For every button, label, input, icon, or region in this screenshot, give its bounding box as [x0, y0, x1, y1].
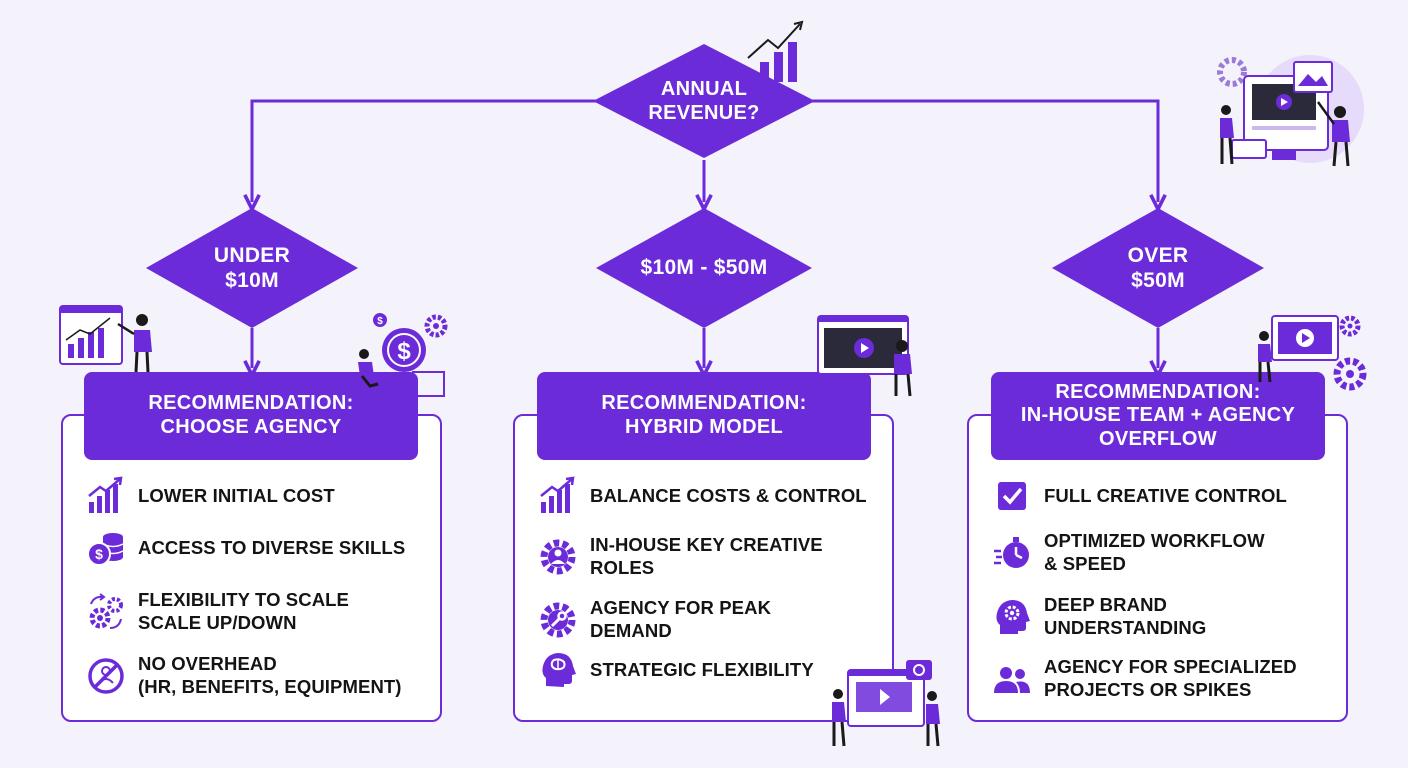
list-item: LOWER INITIAL COST	[86, 476, 335, 516]
list-item: BALANCE COSTS & CONTROL	[538, 476, 867, 516]
branch-label-line: $10M	[225, 269, 279, 292]
recommendation-line: RECOMMENDATION:	[601, 392, 807, 415]
growth-chart-icon	[88, 476, 123, 513]
decision-diamond	[593, 44, 815, 158]
recommendation-header-hybrid: RECOMMENDATION: HYBRID MODEL	[537, 372, 871, 460]
list-item-text: IN-HOUSE KEY CREATIVE	[590, 534, 823, 555]
list-item-text: AGENCY FOR SPECIALIZED	[1044, 656, 1297, 677]
list-item-text: AGENCY FOR PEAK	[590, 597, 772, 618]
svg-text:$: $	[95, 546, 103, 562]
team-gear-icon	[540, 539, 576, 575]
decision-line-2: REVENUE?	[648, 102, 760, 124]
brain-head-icon	[542, 653, 576, 687]
branch-label-line: $10M - $50M	[640, 256, 768, 280]
monitor-team-illustration	[1217, 55, 1364, 167]
recommendation-line: IN-HOUSE TEAM + AGENCY	[1020, 404, 1296, 427]
branch-label-mid: $10M - $50M	[612, 248, 796, 288]
decision-line-1: ANNUAL	[660, 78, 748, 100]
list-item-text: DEMAND	[590, 619, 672, 641]
coins-icon: $	[87, 533, 124, 566]
list-item-text: ACCESS TO DIVERSE SKILLS	[138, 536, 406, 558]
branch-label-line: $50M	[1131, 269, 1185, 292]
bar-growth-icon	[747, 20, 804, 82]
recommendation-card-agency	[61, 414, 442, 722]
recommendation-header-agency: RECOMMENDATION: CHOOSE AGENCY	[84, 372, 418, 460]
recommendation-card-inhouse	[967, 414, 1348, 722]
list-item: FLEXIBILITY TO SCALE SCALE UP/DOWN	[86, 589, 349, 634]
list-item-text: BALANCE COSTS & CONTROL	[590, 484, 867, 506]
list-item: OPTIMIZED WORKFLOW & SPEED	[992, 530, 1265, 575]
recommendation-line: OVERFLOW	[1099, 427, 1217, 450]
branch-label-line: UNDER	[213, 243, 291, 267]
branch-label-line: OVER	[1127, 243, 1189, 267]
recommendation-line: HYBRID MODEL	[624, 416, 784, 438]
list-item: $ ACCESS TO DIVERSE SKILLS	[86, 528, 405, 568]
list-item-text: FLEXIBILITY TO SCALE	[138, 589, 350, 610]
branch-diamond-over	[1052, 208, 1264, 328]
recommendation-header-inhouse: RECOMMENDATION: IN-HOUSE TEAM + AGENCY O…	[991, 372, 1325, 460]
list-item: AGENCY FOR PEAK DEMAND	[538, 597, 771, 642]
branch-diamond-mid	[596, 208, 812, 328]
decision-label: ANNUAL REVENUE?	[604, 70, 804, 132]
team-video-illustration	[832, 660, 940, 747]
recommendation-line: CHOOSE AGENCY	[160, 416, 342, 438]
money-person-illustration: $ $	[358, 313, 448, 397]
video-presenter-illustration	[817, 315, 912, 397]
gears-arrows-icon	[89, 592, 123, 629]
wrench-gear-icon	[540, 602, 576, 638]
people-icon	[994, 666, 1030, 693]
list-item-text: PROJECTS OR SPIKES	[1044, 678, 1252, 700]
connector-left	[252, 99, 600, 202]
list-item-text: & SPEED	[1044, 552, 1126, 574]
branch-label-over: OVER $50M	[1078, 238, 1238, 298]
list-item-text: FULL CREATIVE CONTROL	[1044, 484, 1287, 506]
no-overhead-icon	[88, 657, 124, 694]
branch-label-under: UNDER $10M	[172, 238, 332, 298]
list-item-text: UNDERSTANDING	[1044, 616, 1207, 638]
list-item-text: NO OVERHEAD	[138, 653, 277, 674]
list-item-text: STRATEGIC FLEXIBILITY	[590, 658, 814, 680]
list-item-text: SCALE UP/DOWN	[138, 611, 297, 633]
stopwatch-icon	[994, 536, 1029, 568]
svg-text:$: $	[377, 316, 383, 327]
list-item: DEEP BRAND UNDERSTANDING	[992, 594, 1206, 639]
svg-text:$: $	[397, 338, 411, 365]
connector-right	[808, 99, 1158, 202]
recommendation-line: RECOMMENDATION:	[148, 392, 354, 415]
list-item-text: LOWER INITIAL COST	[138, 484, 335, 506]
list-item-text: DEEP BRAND	[1044, 594, 1167, 615]
list-item: IN-HOUSE KEY CREATIVE ROLES	[538, 534, 823, 579]
video-gears-illustration	[1258, 315, 1367, 391]
list-item-text: ROLES	[590, 556, 655, 578]
branch-diamond-under	[146, 208, 358, 328]
list-item-text: (HR, BENEFITS, EQUIPMENT)	[138, 675, 402, 697]
head-gear-icon	[996, 599, 1030, 634]
recommendation-line: RECOMMENDATION:	[1055, 380, 1261, 403]
checkbox-icon	[998, 482, 1026, 510]
list-item: STRATEGIC FLEXIBILITY	[538, 650, 814, 690]
list-item: FULL CREATIVE CONTROL	[992, 476, 1287, 516]
presenter-chart-illustration	[59, 305, 152, 373]
list-item-text: OPTIMIZED WORKFLOW	[1044, 530, 1265, 551]
list-item: AGENCY FOR SPECIALIZED PROJECTS OR SPIKE…	[992, 656, 1297, 701]
growth-chart-icon	[540, 476, 575, 513]
list-item: NO OVERHEAD (HR, BENEFITS, EQUIPMENT)	[86, 653, 402, 698]
